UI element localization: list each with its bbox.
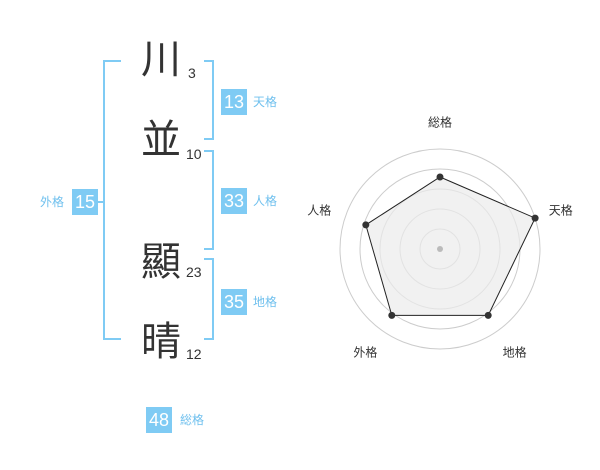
radar-center-dot <box>437 246 443 252</box>
stroke-count-4: 12 <box>186 346 202 362</box>
radar-axis-label: 天格 <box>548 203 573 218</box>
soukaku-label: 総格 <box>180 413 205 427</box>
name-char-1: 川 <box>141 37 181 83</box>
jinkaku-value: 33 <box>221 188 247 214</box>
name-char-2: 並 <box>141 117 181 163</box>
soukaku-value: 48 <box>146 407 172 433</box>
gaikaku-label: 外格 <box>40 195 65 209</box>
name-char-3: 顯 <box>141 239 181 285</box>
tenkaku-value: 13 <box>221 89 247 115</box>
name-char-4: 晴 <box>141 319 181 365</box>
radar-point <box>484 311 492 319</box>
radar-point <box>531 214 539 222</box>
tenkaku-label: 天格 <box>253 95 278 109</box>
radar-point <box>436 173 444 181</box>
stroke-count-3: 23 <box>186 264 202 280</box>
stroke-count-1: 3 <box>188 65 196 81</box>
stroke-count-2: 10 <box>186 146 202 162</box>
radar-ring <box>339 148 541 350</box>
jinkaku-label: 人格 <box>253 194 278 208</box>
radar-point <box>362 221 370 229</box>
radar-axis-label: 人格 <box>307 203 332 218</box>
radar-axis-label: 外格 <box>353 345 378 360</box>
radar-series-polygon <box>365 176 536 316</box>
chikaku-label: 地格 <box>253 295 278 309</box>
radar-point <box>388 311 396 319</box>
gaikaku-value: 15 <box>72 189 98 215</box>
radar-axis-label: 総格 <box>427 115 453 130</box>
radar-axis-label: 地格 <box>502 345 527 360</box>
chikaku-value: 35 <box>221 289 247 315</box>
